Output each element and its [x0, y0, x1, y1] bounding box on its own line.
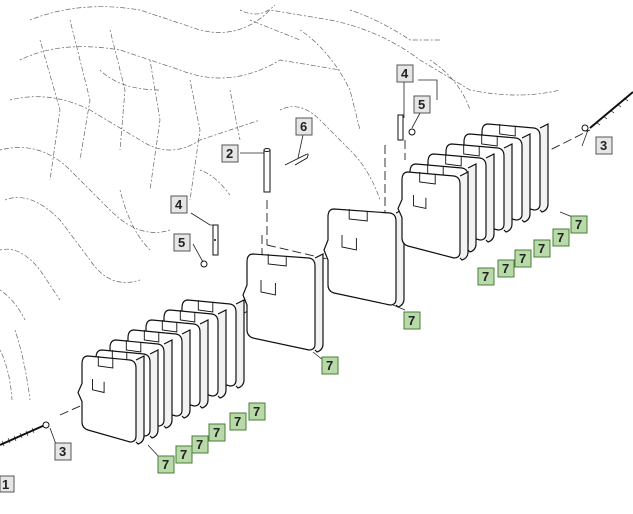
callout-7: 7 [514, 249, 532, 268]
callout-7: 7 [533, 239, 551, 258]
weight-plate [323, 208, 405, 308]
callout-7: 7 [497, 259, 515, 278]
callout-2-label: 2 [226, 146, 233, 161]
callout-7: 7 [157, 455, 175, 474]
callout-1: 1 [0, 475, 15, 493]
weight-plate [242, 253, 324, 353]
callout-7-label: 7 [502, 261, 509, 276]
callout-5-right-label: 5 [418, 97, 425, 112]
callout-7-label: 7 [234, 414, 241, 429]
weight-plate [397, 171, 469, 261]
weight-stack-left [77, 299, 245, 445]
pin-part [263, 148, 271, 193]
callout-7: 7 [248, 402, 266, 421]
clip-part [284, 153, 309, 166]
bolt-part-left [200, 224, 219, 268]
callout-7: 7 [175, 445, 193, 464]
weight-stack-right [397, 123, 549, 261]
callout-3-left: 3 [54, 442, 72, 461]
tractor-outline-sketch [0, 4, 561, 401]
callout-7-label: 7 [557, 230, 564, 245]
callout-6-label: 6 [300, 119, 307, 134]
callout-4-left-label: 4 [175, 197, 183, 212]
callout-7-label: 7 [253, 404, 260, 419]
callout-4-left: 4 [170, 195, 188, 214]
callout-7: 7 [321, 356, 339, 375]
weight-stack-middle [242, 208, 405, 353]
callout-7: 7 [570, 215, 588, 234]
callout-1-label: 1 [2, 477, 9, 492]
callout-7-label: 7 [519, 251, 526, 266]
callout-3-left-label: 3 [59, 444, 66, 459]
callout-7-label: 7 [180, 447, 187, 462]
weight-plate [77, 355, 145, 445]
callout-2: 2 [221, 144, 239, 163]
callout-7-label: 7 [575, 217, 582, 232]
callout-5-right: 5 [413, 95, 431, 114]
callout-7-label: 7 [213, 425, 220, 440]
callout-3-right: 3 [595, 136, 613, 155]
callout-4-right: 4 [396, 64, 414, 83]
callout-7: 7 [208, 423, 226, 442]
callout-7-label: 7 [408, 313, 415, 328]
callout-7: 7 [229, 412, 247, 431]
callout-7: 7 [552, 228, 570, 247]
callout-7-label: 7 [196, 437, 203, 452]
bolt-part-right [397, 114, 416, 141]
threaded-rod-right [581, 91, 633, 132]
callout-5-left-label: 5 [178, 235, 185, 250]
callout-7: 7 [403, 311, 421, 330]
callout-5-left: 5 [173, 233, 191, 252]
threaded-rod-left [0, 421, 50, 447]
callout-4-right-label: 4 [401, 66, 409, 81]
callout-7: 7 [191, 435, 209, 454]
callout-7-label: 7 [326, 358, 333, 373]
callout-3-right-label: 3 [600, 138, 607, 153]
callout-6: 6 [295, 117, 313, 136]
leader-lines [49, 79, 589, 459]
callout-7-label: 7 [162, 457, 169, 472]
callout-7-label: 7 [482, 269, 489, 284]
callout-7: 7 [477, 267, 495, 286]
callout-7-label: 7 [538, 241, 545, 256]
